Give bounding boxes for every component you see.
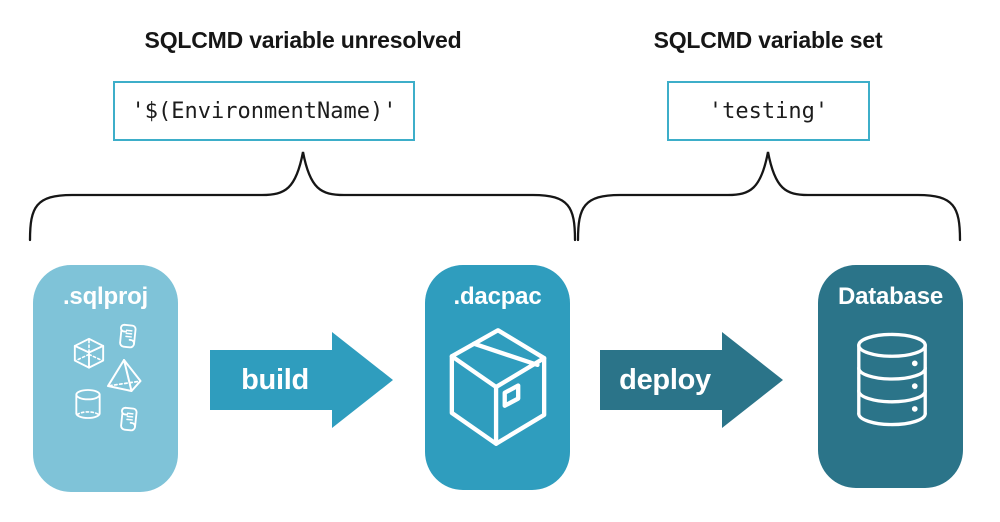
- node-dacpac: .dacpac: [425, 265, 570, 490]
- build-arrow: build: [210, 332, 393, 428]
- database-stack-icon: [857, 332, 927, 427]
- sqlcmd-variable-value: 'testing': [708, 98, 829, 124]
- node-sqlproj-label: .sqlproj: [62, 283, 149, 310]
- value-box-unresolved: '$(EnvironmentName)': [113, 81, 415, 141]
- cylinder-icon: [75, 389, 101, 419]
- arrow-shape: [210, 332, 393, 428]
- build-arrow-label: build: [241, 363, 309, 396]
- node-database: Database: [818, 265, 963, 488]
- package-box-icon: [449, 328, 547, 446]
- deploy-arrow-label: deploy: [619, 363, 711, 396]
- node-database-label: Database: [837, 283, 944, 310]
- pyramid-icon: [107, 359, 142, 392]
- left-brace: [28, 151, 577, 242]
- right-brace: [576, 151, 962, 242]
- arrow-shape: [600, 332, 783, 428]
- scroll-icon: [119, 323, 137, 349]
- value-box-set: 'testing': [667, 81, 870, 141]
- scroll-icon: [120, 406, 138, 432]
- sqlcmd-variable-placeholder: '$(EnvironmentName)': [131, 98, 397, 124]
- deploy-arrow: deploy: [600, 332, 783, 428]
- heading-sqlcmd-unresolved: SQLCMD variable unresolved: [144, 27, 462, 53]
- node-sqlproj: .sqlproj: [33, 265, 178, 492]
- cube-icon: [73, 337, 105, 369]
- heading-sqlcmd-set: SQLCMD variable set: [653, 27, 883, 53]
- node-dacpac-label: .dacpac: [453, 283, 542, 310]
